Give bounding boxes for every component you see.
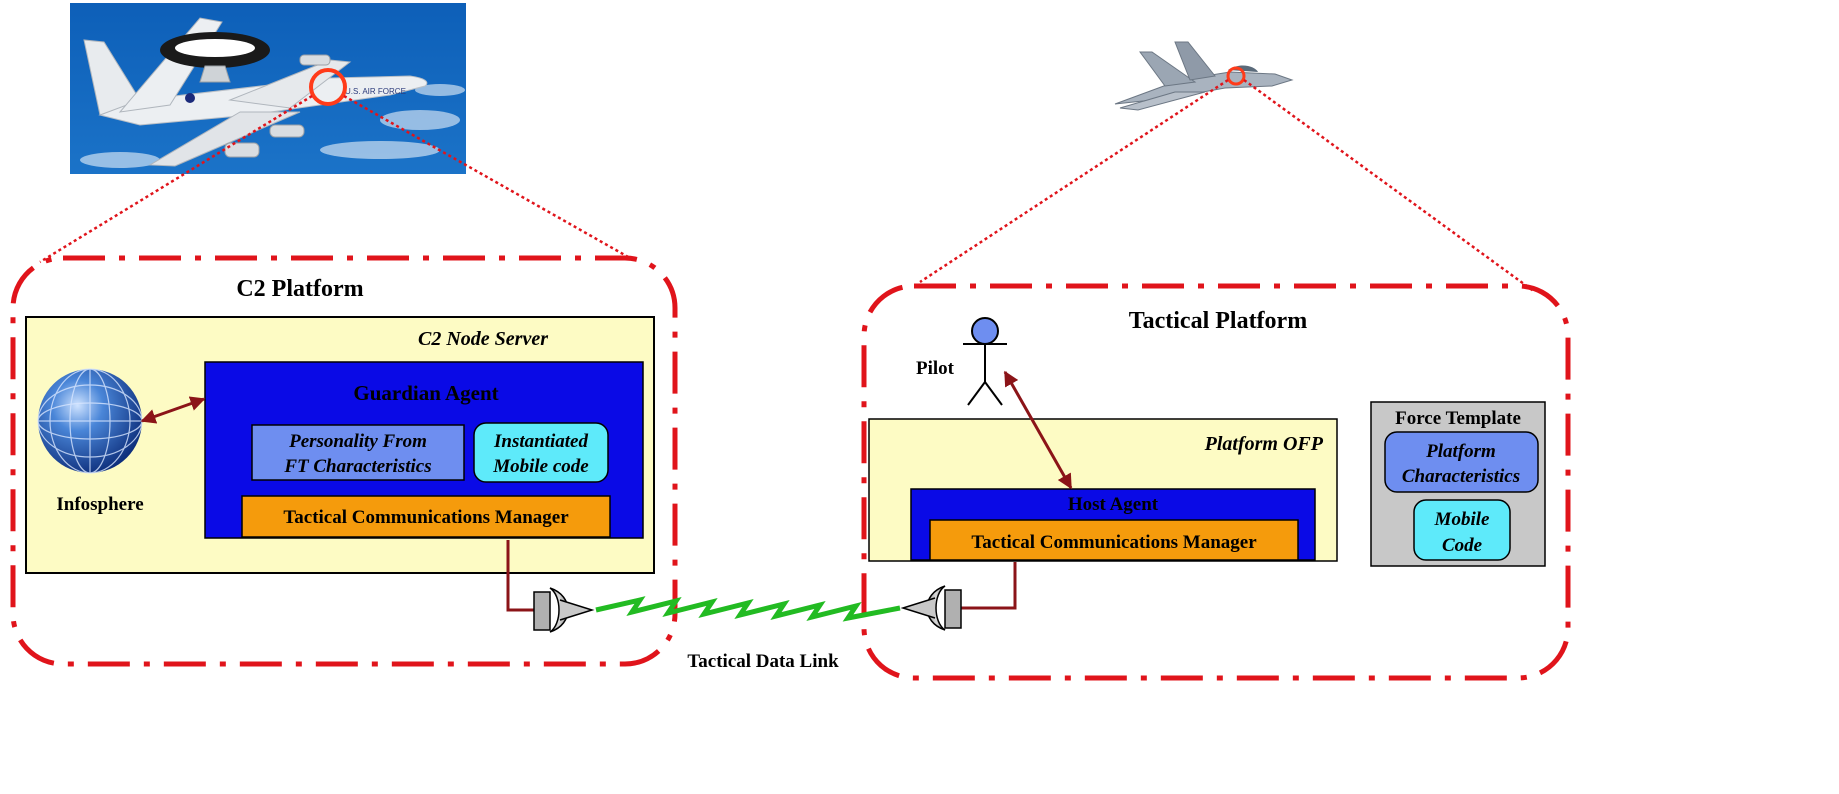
force-mobile-code-line2: Code [1442, 535, 1483, 556]
infosphere-label: Infosphere [56, 494, 143, 515]
guardian-agent-label: Guardian Agent [353, 381, 498, 405]
c2-tcm-box [241, 495, 611, 538]
zoom-lines [39, 78, 1536, 294]
force-mobile-code-box [1413, 499, 1511, 561]
instantiated-line2: Mobile code [492, 456, 589, 477]
infosphere-guardian-arrow [140, 396, 206, 424]
personality-line1: Personality From [288, 431, 427, 452]
force-template-title: Force Template [1395, 408, 1521, 429]
fighter-jet-image [1114, 41, 1294, 111]
c2-antenna-icon [533, 587, 595, 633]
personality-box [251, 424, 465, 481]
c2-tcm-antenna-line [506, 540, 534, 612]
tactical-tcm-label: Tactical Communications Manager [971, 532, 1257, 553]
tactical-tcm-box [929, 519, 1299, 561]
tactical-platform-title: Tactical Platform [1129, 308, 1307, 334]
pilot-figure-icon [963, 317, 1007, 406]
tactical-data-link-line [595, 596, 901, 622]
host-agent-label: Host Agent [1068, 494, 1159, 515]
platform-characteristics-line1: Platform [1425, 441, 1496, 462]
tactical-platform-boundary [861, 283, 1571, 681]
personality-line2: FT Characteristics [283, 456, 431, 477]
infosphere-globe-icon [37, 368, 143, 474]
tactical-data-link-label: Tactical Data Link [687, 651, 839, 672]
instantiated-mobile-code-box [473, 422, 609, 483]
tactical-tcm-antenna-line [961, 562, 1017, 610]
pilot-host-arrow [1003, 370, 1073, 490]
c2-tcm-label: Tactical Communications Manager [283, 507, 569, 528]
platform-characteristics-box [1384, 431, 1539, 493]
platform-characteristics-line2: Characteristics [1402, 466, 1520, 487]
tactical-antenna-icon [900, 585, 962, 631]
air-force-marking: U.S. AIR FORCE [345, 87, 406, 96]
instantiated-line1: Instantiated [493, 431, 588, 452]
awacs-photo: U.S. AIR FORCE [70, 3, 466, 174]
pilot-label: Pilot [916, 358, 955, 379]
platform-ofp-label: Platform OFP [1204, 433, 1324, 455]
c2-platform-title: C2 Platform [236, 276, 363, 302]
c2-platform-boundary [10, 255, 678, 667]
force-mobile-code-line1: Mobile [1434, 509, 1490, 530]
c2-node-server-label: C2 Node Server [418, 328, 548, 350]
